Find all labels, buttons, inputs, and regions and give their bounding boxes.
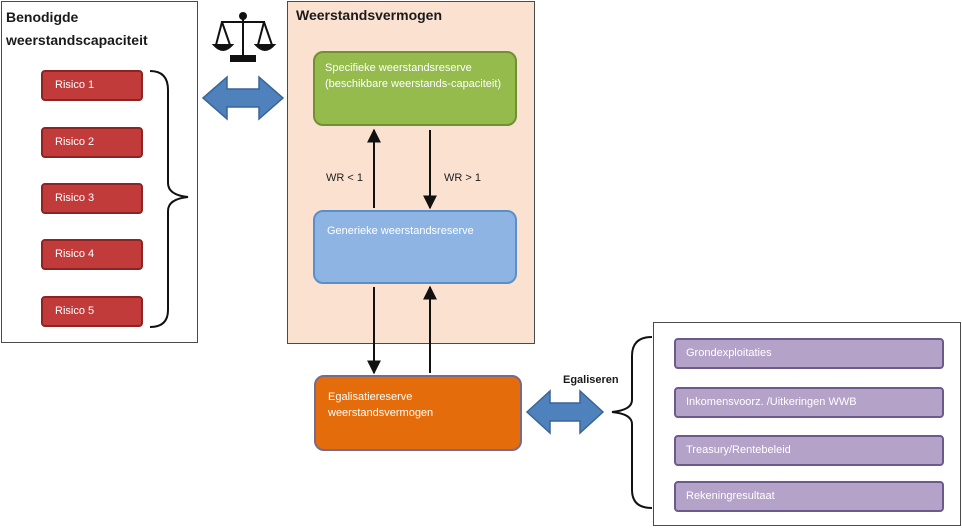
risk-box-1: Risico 1 [41,70,143,101]
equalize-label: Egaliseren [563,374,619,386]
required-capacity-title: Benodigde weerstandscapaciteit [6,9,148,48]
risk-box-2: Risico 2 [41,127,143,158]
generic-reserve-box: Generieke weerstandsreserve [313,210,517,284]
right-brace [611,336,653,509]
left-brace [149,70,189,328]
wr-greater-label: WR > 1 [444,172,481,184]
source-item-2: Inkomensvoorz. /Uitkeringen WWB [674,387,944,418]
wr-less-label: WR < 1 [326,172,363,184]
source-item-3: Treasury/Rentebeleid [674,435,944,466]
double-arrow-icon [525,389,605,435]
source-item-1: Grondexploitaties [674,338,944,369]
balance-scale-icon [211,12,277,62]
risk-box-5: Risico 5 [41,296,143,327]
equalization-reserve-box: Egalisatiereserve weerstandsvermogen [314,375,522,451]
source-item-4: Rekeningresultaat [674,481,944,512]
double-arrow-icon [201,75,285,121]
required-capacity-panel [1,1,198,343]
specific-reserve-box: Specifieke weerstandsreserve (beschikbar… [313,51,517,126]
risk-box-3: Risico 3 [41,183,143,214]
resistance-capacity-title: Weerstandsvermogen [296,7,443,23]
risk-box-4: Risico 4 [41,239,143,270]
